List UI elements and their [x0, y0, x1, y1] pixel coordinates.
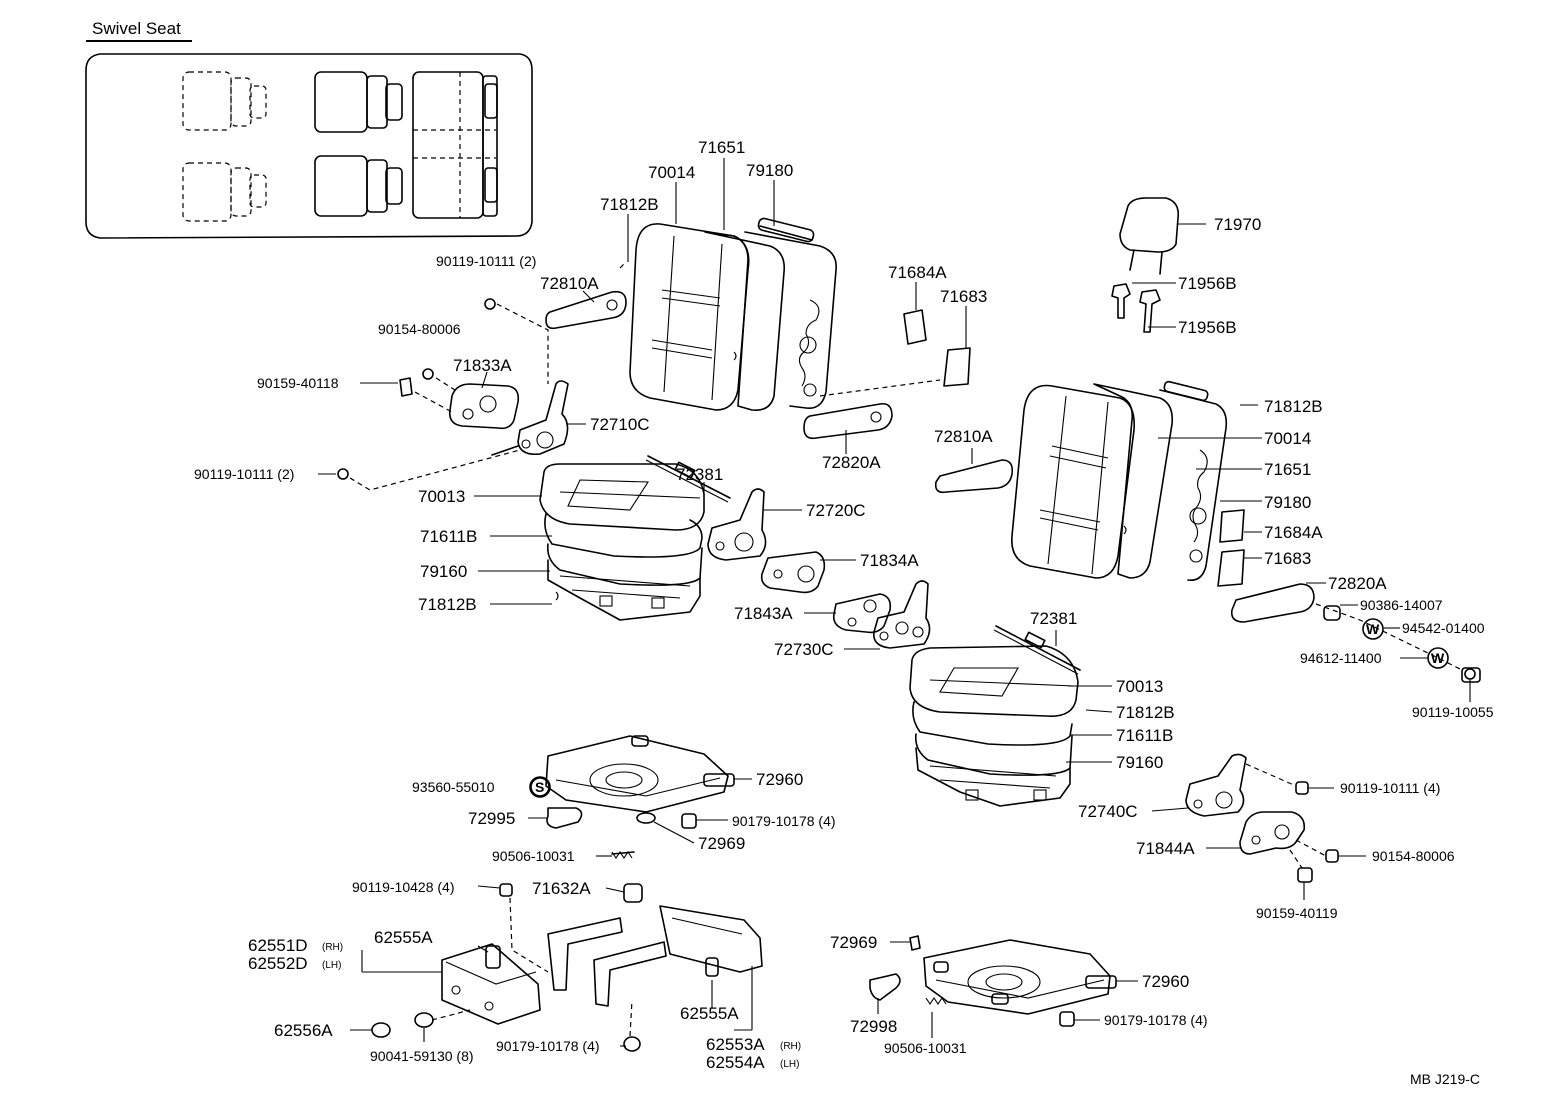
label-72381-b: 72381: [1030, 609, 1077, 628]
label-71844A: 71844A: [1136, 839, 1195, 858]
label-90386-14007: 90386-14007: [1360, 597, 1443, 613]
label-72720C: 72720C: [806, 501, 866, 520]
label-79180: 79180: [746, 161, 793, 180]
label-71651-b: 71651: [1264, 460, 1311, 479]
label-90041-59130: 90041-59130 (8): [370, 1048, 474, 1064]
label-72998: 72998: [850, 1017, 897, 1036]
left-recliner-parts: [337, 298, 569, 480]
label-71683-a: 71683: [940, 287, 987, 306]
label-70014: 70014: [648, 163, 695, 182]
label-rh-b: (RH): [780, 1041, 801, 1052]
right-seat-cushion: [909, 625, 1081, 807]
label-90179-10178-a: 90179-10178 (4): [732, 813, 836, 829]
label-72969-b: 72969: [830, 933, 877, 952]
label-70013-a: 70013: [418, 487, 465, 506]
swivel-base-right: [869, 935, 1117, 1027]
label-71956B-a: 71956B: [1178, 274, 1237, 293]
label-70014-b: 70014: [1264, 429, 1311, 448]
swivel-base-left: [530, 735, 735, 859]
label-62555A-a: 62555A: [374, 928, 433, 947]
label-90179-10178-b: 90179-10178 (4): [496, 1038, 600, 1054]
label-71956B-b: 71956B: [1178, 318, 1237, 337]
label-71684A-a: 71684A: [888, 263, 947, 282]
label-71684A-b: 71684A: [1264, 523, 1323, 542]
lower-brackets: [371, 883, 763, 1052]
label-90119-10111-a: 90119-10111 (2): [436, 253, 536, 269]
label-71812B-c: 71812B: [1264, 397, 1323, 416]
label-62554A: 62554A: [706, 1053, 765, 1072]
label-71833A: 71833A: [453, 356, 512, 375]
right-armrest-parts: [934, 459, 1481, 683]
label-71683-b: 71683: [1264, 549, 1311, 568]
label-72969-a: 72969: [698, 834, 745, 853]
label-90506-10031-a: 90506-10031: [492, 848, 575, 864]
label-72820A-b: 72820A: [1328, 574, 1387, 593]
label-72960-b: 72960: [1142, 972, 1189, 991]
vehicle-seat-layout: [85, 53, 533, 239]
right-seat-back-assembly: [1011, 380, 1228, 582]
label-lh-b: (LH): [780, 1059, 799, 1070]
label-79160-b: 79160: [1116, 753, 1163, 772]
label-62552D: 62552D: [248, 954, 308, 973]
slide-rod-left: [645, 455, 731, 503]
headrest: [1111, 197, 1180, 333]
diagram-title: Swivel Seat: [92, 19, 181, 38]
label-71632A: 71632A: [532, 879, 591, 898]
label-93560-55010: 93560-55010: [412, 779, 495, 795]
left-seat-back-assembly: [629, 217, 837, 412]
label-90179-10178-c: 90179-10178 (4): [1104, 1012, 1208, 1028]
label-70013-b: 70013: [1116, 677, 1163, 696]
label-lh-a: (LH): [322, 960, 341, 971]
left-seat-cushion: [539, 463, 705, 621]
w-symbol-a: W: [1366, 621, 1380, 637]
label-71812B-b: 71812B: [418, 595, 477, 614]
s-symbol: S: [535, 779, 544, 795]
label-72810A-b: 72810A: [934, 427, 993, 446]
label-90159-40118: 90159-40118: [257, 375, 339, 391]
label-rh-a: (RH): [322, 942, 343, 953]
labels-71684A-71683-left: [819, 309, 971, 397]
label-90506-10031-b: 90506-10031: [884, 1040, 967, 1056]
label-90119-10428: 90119-10428 (4): [352, 879, 454, 895]
left-armrest: [545, 290, 893, 440]
label-72381-a: 72381: [676, 465, 723, 484]
label-71812B-a: 71812B: [600, 195, 659, 214]
label-94542-01400: 94542-01400: [1402, 620, 1485, 636]
label-90119-10111-b: 90119-10111 (2): [194, 466, 294, 482]
label-72960-a: 72960: [756, 770, 803, 789]
label-90119-10111-c: 90119-10111 (4): [1340, 780, 1440, 796]
left-dashed-callouts: [349, 261, 627, 491]
label-62551D: 62551D: [248, 936, 308, 955]
label-72730C: 72730C: [774, 640, 834, 659]
label-71970: 71970: [1214, 215, 1261, 234]
label-71651: 71651: [698, 138, 745, 157]
label-94612-11400: 94612-11400: [1300, 650, 1382, 666]
center-hinge-parts: [707, 488, 931, 649]
label-90154-80006-b: 90154-80006: [1372, 848, 1455, 864]
label-71611B-b: 71611B: [1116, 726, 1173, 745]
right-recliner-parts: [1185, 753, 1339, 883]
label-72740C: 72740C: [1078, 802, 1138, 821]
label-72820A-a: 72820A: [822, 453, 881, 472]
label-72995: 72995: [468, 809, 515, 828]
label-72710C: 72710C: [590, 415, 650, 434]
label-79160-a: 79160: [420, 562, 467, 581]
label-62553A: 62553A: [706, 1035, 765, 1054]
label-71843A: 71843A: [734, 604, 793, 623]
label-71834A: 71834A: [860, 551, 919, 570]
label-72810A-a: 72810A: [540, 274, 599, 293]
label-62555A-b: 62555A: [680, 1004, 739, 1023]
footer-code: MB J219-C: [1410, 1071, 1480, 1087]
label-90159-40119: 90159-40119: [1256, 905, 1338, 921]
label-90154-80006-a: 90154-80006: [378, 321, 461, 337]
label-71812B-d: 71812B: [1116, 703, 1175, 722]
w-symbol-b: W: [1431, 650, 1445, 666]
label-62556A: 62556A: [274, 1021, 333, 1040]
label-71611B-a: 71611B: [420, 527, 477, 546]
leader-lines: [318, 158, 1471, 1047]
label-79180-b: 79180: [1264, 493, 1311, 512]
label-90119-10055: 90119-10055: [1412, 704, 1494, 720]
